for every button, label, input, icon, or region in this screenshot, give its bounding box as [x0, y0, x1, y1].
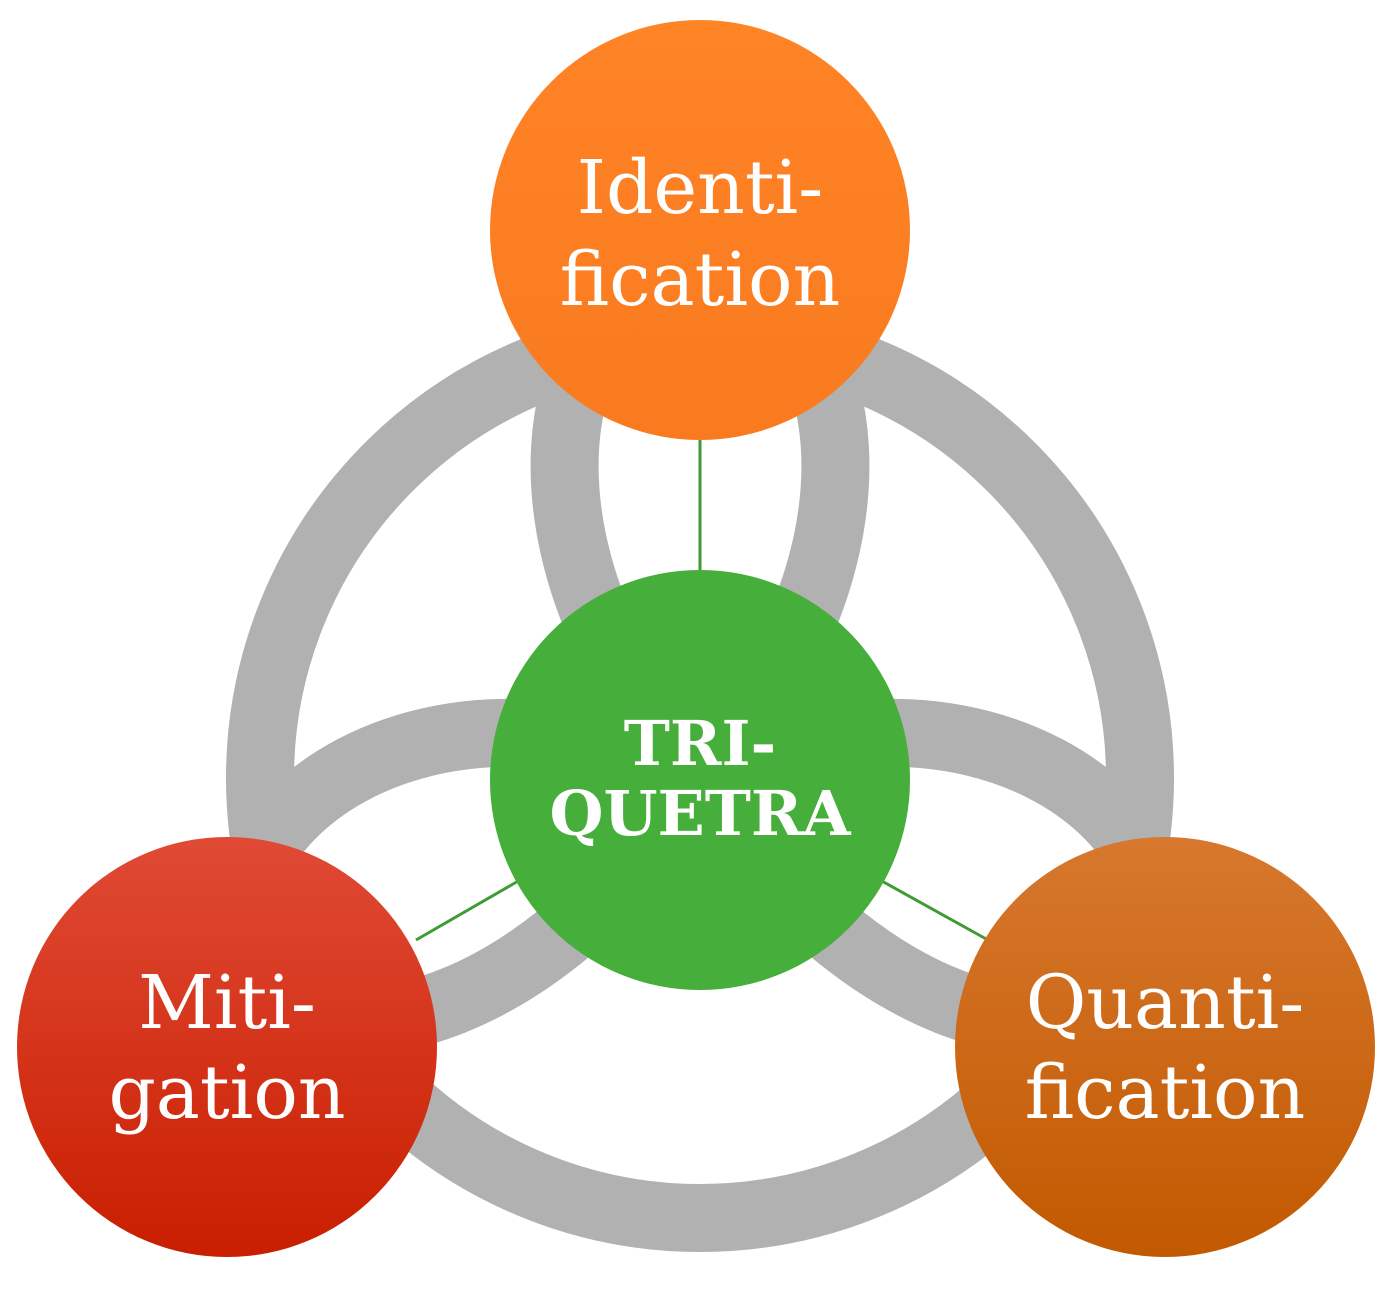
node-quantification-label-line1: Quanti-: [1026, 960, 1305, 1046]
node-identification-label-line1: Identi-: [577, 145, 823, 231]
connectors: [415, 440, 989, 942]
node-quantification-circle: [955, 837, 1375, 1257]
node-mitigation: Miti- gation: [17, 837, 437, 1257]
node-mitigation-label-line1: Miti-: [138, 960, 316, 1046]
node-identification: Identi- fication: [490, 20, 910, 440]
center-label-line2: QUETRA: [549, 777, 851, 850]
connector-mitigation: [415, 878, 521, 942]
node-identification-circle: [490, 20, 910, 440]
node-quantification: Quanti- fication: [955, 837, 1375, 1257]
node-quantification-label-line2: fication: [1025, 1050, 1306, 1136]
node-mitigation-circle: [17, 837, 437, 1257]
node-identification-label-line2: fication: [560, 237, 841, 323]
node-mitigation-label-line2: gation: [108, 1050, 345, 1136]
node-center-circle: [490, 570, 910, 990]
center-label-line1: TRI-: [624, 707, 776, 780]
node-center: TRI- QUETRA: [490, 570, 910, 990]
connector-quantification: [879, 878, 989, 942]
